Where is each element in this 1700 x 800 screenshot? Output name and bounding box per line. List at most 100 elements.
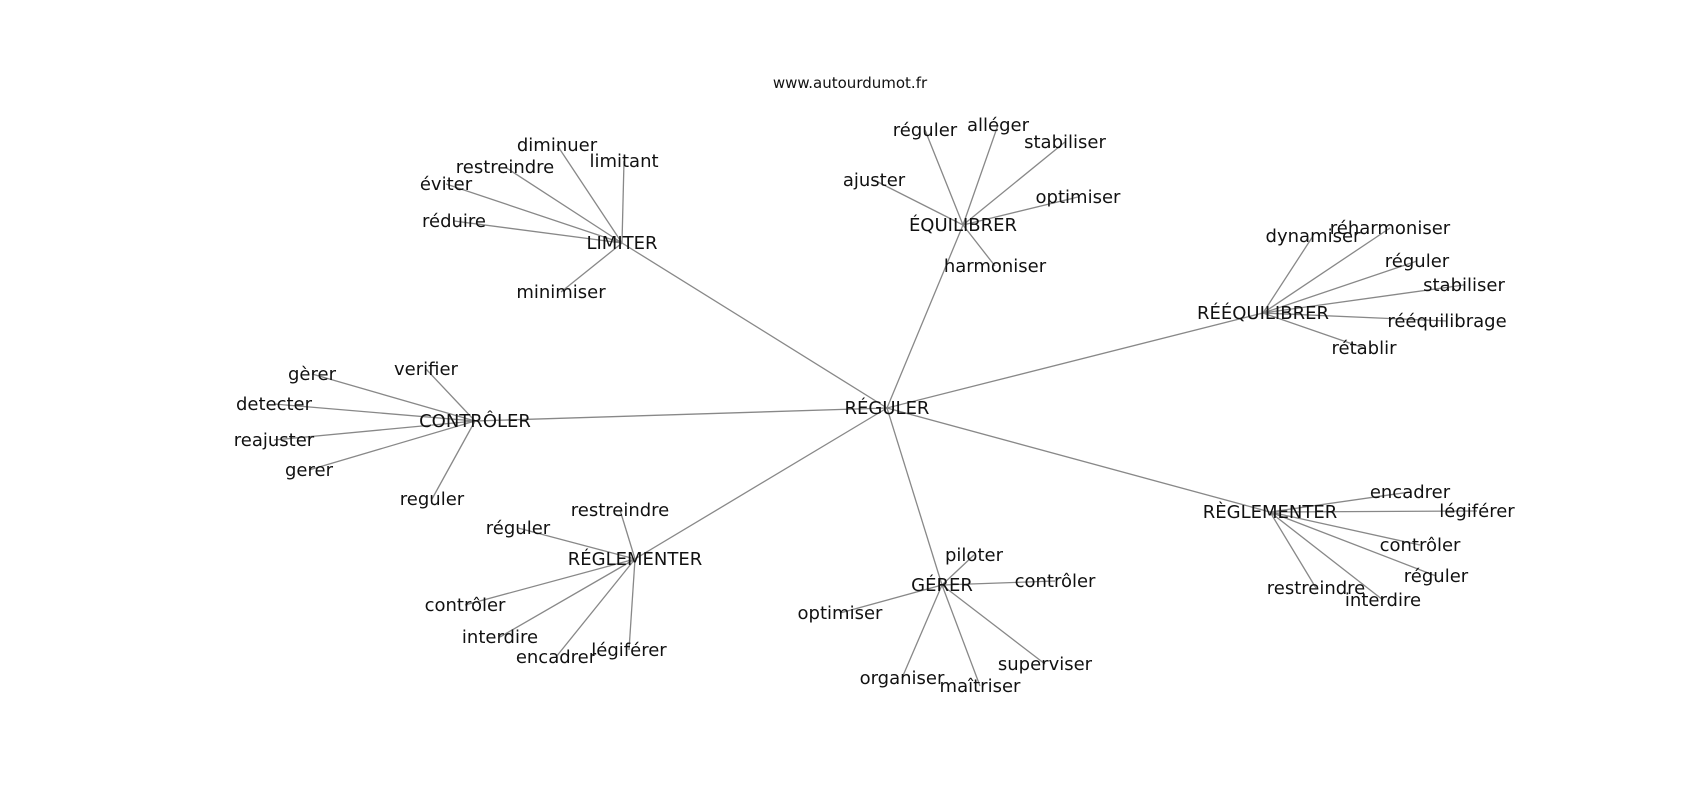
leaf-word: minimiser [516,282,606,303]
hub-word: GÉRER [911,574,973,596]
edge-hub-3-word-3 [273,420,476,441]
leaf-word: interdire [1345,590,1421,611]
leaf-word: réduire [422,211,486,232]
leaf-word: restreindre [571,500,670,521]
leaf-word: piloter [945,545,1004,566]
source-url: www.autourdumot.fr [773,74,928,92]
hub-word: RÉGLEMENTER [568,548,702,570]
leaf-word: optimiser [1036,187,1121,208]
edge-hub-3-word-4 [308,420,476,471]
leaf-word: detecter [236,394,313,415]
edge-hub-2-word-2 [1262,260,1418,314]
leaf-word: réguler [486,518,551,539]
leaf-word: stabiliser [1024,132,1106,153]
leaf-word: encadrer [1370,482,1451,503]
leaf-word: rééquilibrage [1387,311,1506,332]
hub-word: RÈGLEMENTER [1203,501,1337,523]
leaf-word: contrôler [425,595,506,616]
leaf-word: gèrer [288,364,337,385]
edge-center-to-0 [621,242,888,409]
edge-hub-1-word-4 [962,196,1079,226]
edge-hub-6-word-5 [1269,511,1384,601]
leaf-word: optimiser [798,603,883,624]
edges [273,124,1478,687]
labels: www.autourdumot.fr RÉGULER LIMITER diminu… [234,74,1516,697]
edge-hub-6-word-2 [1269,511,1421,546]
leaf-word: légiférer [1439,501,1515,522]
leaf-word: restreindre [456,157,555,178]
edge-hub-2-word-5 [1262,312,1365,349]
leaf-word: rétablir [1332,338,1398,359]
edge-hub-1-word-1 [962,124,999,226]
edge-hub-0-word-4 [453,220,623,244]
leaf-word: diminuer [517,135,598,156]
leaf-word: légiférer [591,640,667,661]
edge-hub-6-word-0 [1269,491,1411,513]
edge-hub-5-word-2 [839,584,943,614]
edge-center-to-1 [886,224,964,409]
edge-hub-2-word-0 [1262,235,1314,314]
leaf-word: alléger [967,115,1030,136]
edge-hub-5-word-4 [941,584,981,687]
hub-word: ÉQUILIBRER [909,214,1017,236]
leaf-word: restreindre [1267,578,1366,599]
leaf-word: réguler [1385,251,1450,272]
leaf-word: contrôler [1015,571,1096,592]
edge-center-to-3 [474,407,888,422]
leaf-word: stabiliser [1423,275,1505,296]
edge-hub-3-word-5 [431,420,476,500]
leaf-word: organiser [860,668,945,689]
leaf-word: reajuster [234,430,315,451]
edge-hub-4-word-4 [555,558,636,658]
leaf-word: maîtriser [940,676,1021,697]
leaf-word: gerer [285,460,334,481]
leaf-word: interdire [462,627,538,648]
edge-center-to-4 [634,407,888,560]
edge-hub-5-word-3 [901,584,943,679]
leaf-word: verifier [394,359,459,380]
edge-hub-0-word-1 [504,166,623,244]
leaf-word: ajuster [843,170,906,191]
edge-hub-4-word-3 [499,558,636,638]
edge-hub-2-word-1 [1262,227,1391,314]
edge-center-to-6 [886,407,1271,513]
edge-hub-6-word-3 [1269,511,1437,577]
leaf-word: reguler [400,489,465,510]
edge-hub-3-word-1 [425,368,476,422]
edge-hub-6-word-1 [1269,510,1478,513]
edge-hub-5-word-1 [941,580,1056,586]
hub-word: LIMITER [586,233,657,254]
edge-hub-4-word-1 [517,527,636,560]
edge-hub-0-word-3 [445,183,623,244]
edge-center-to-5 [886,407,943,586]
center-word: RÉGULER [845,397,930,419]
edge-hub-1-word-3 [873,179,964,226]
leaf-word: dynamiser [1266,226,1362,247]
edge-hub-2-word-4 [1262,312,1448,322]
edge-hub-3-word-2 [273,403,476,422]
leaf-word: harmoniser [944,256,1047,277]
edge-hub-4-word-5 [628,558,636,651]
leaf-word: encadrer [516,647,597,668]
edge-hub-0-word-0 [556,144,623,244]
edge-hub-0-word-2 [621,160,625,244]
edge-hub-4-word-2 [464,558,636,606]
edge-hub-5-word-5 [941,584,1046,665]
leaf-word: superviser [998,654,1093,675]
edge-hub-5-word-0 [941,554,975,586]
edge-hub-6-word-4 [1269,511,1317,589]
edge-hub-0-word-5 [560,242,623,293]
leaf-word: éviter [420,174,473,195]
leaf-word: réguler [893,120,958,141]
edge-hub-4-word-0 [619,509,636,560]
edge-center-to-2 [886,312,1264,409]
edge-hub-3-word-0 [311,373,476,422]
hub-word: RÉÉQUILIBRER [1197,302,1329,324]
edge-hub-1-word-0 [924,129,964,226]
edge-hub-1-word-5 [962,224,996,267]
leaf-word: réguler [1404,566,1469,587]
leaf-word: réharmoniser [1330,218,1451,239]
hub-word: CONTRÔLER [419,410,531,432]
edge-hub-1-word-2 [962,141,1066,226]
